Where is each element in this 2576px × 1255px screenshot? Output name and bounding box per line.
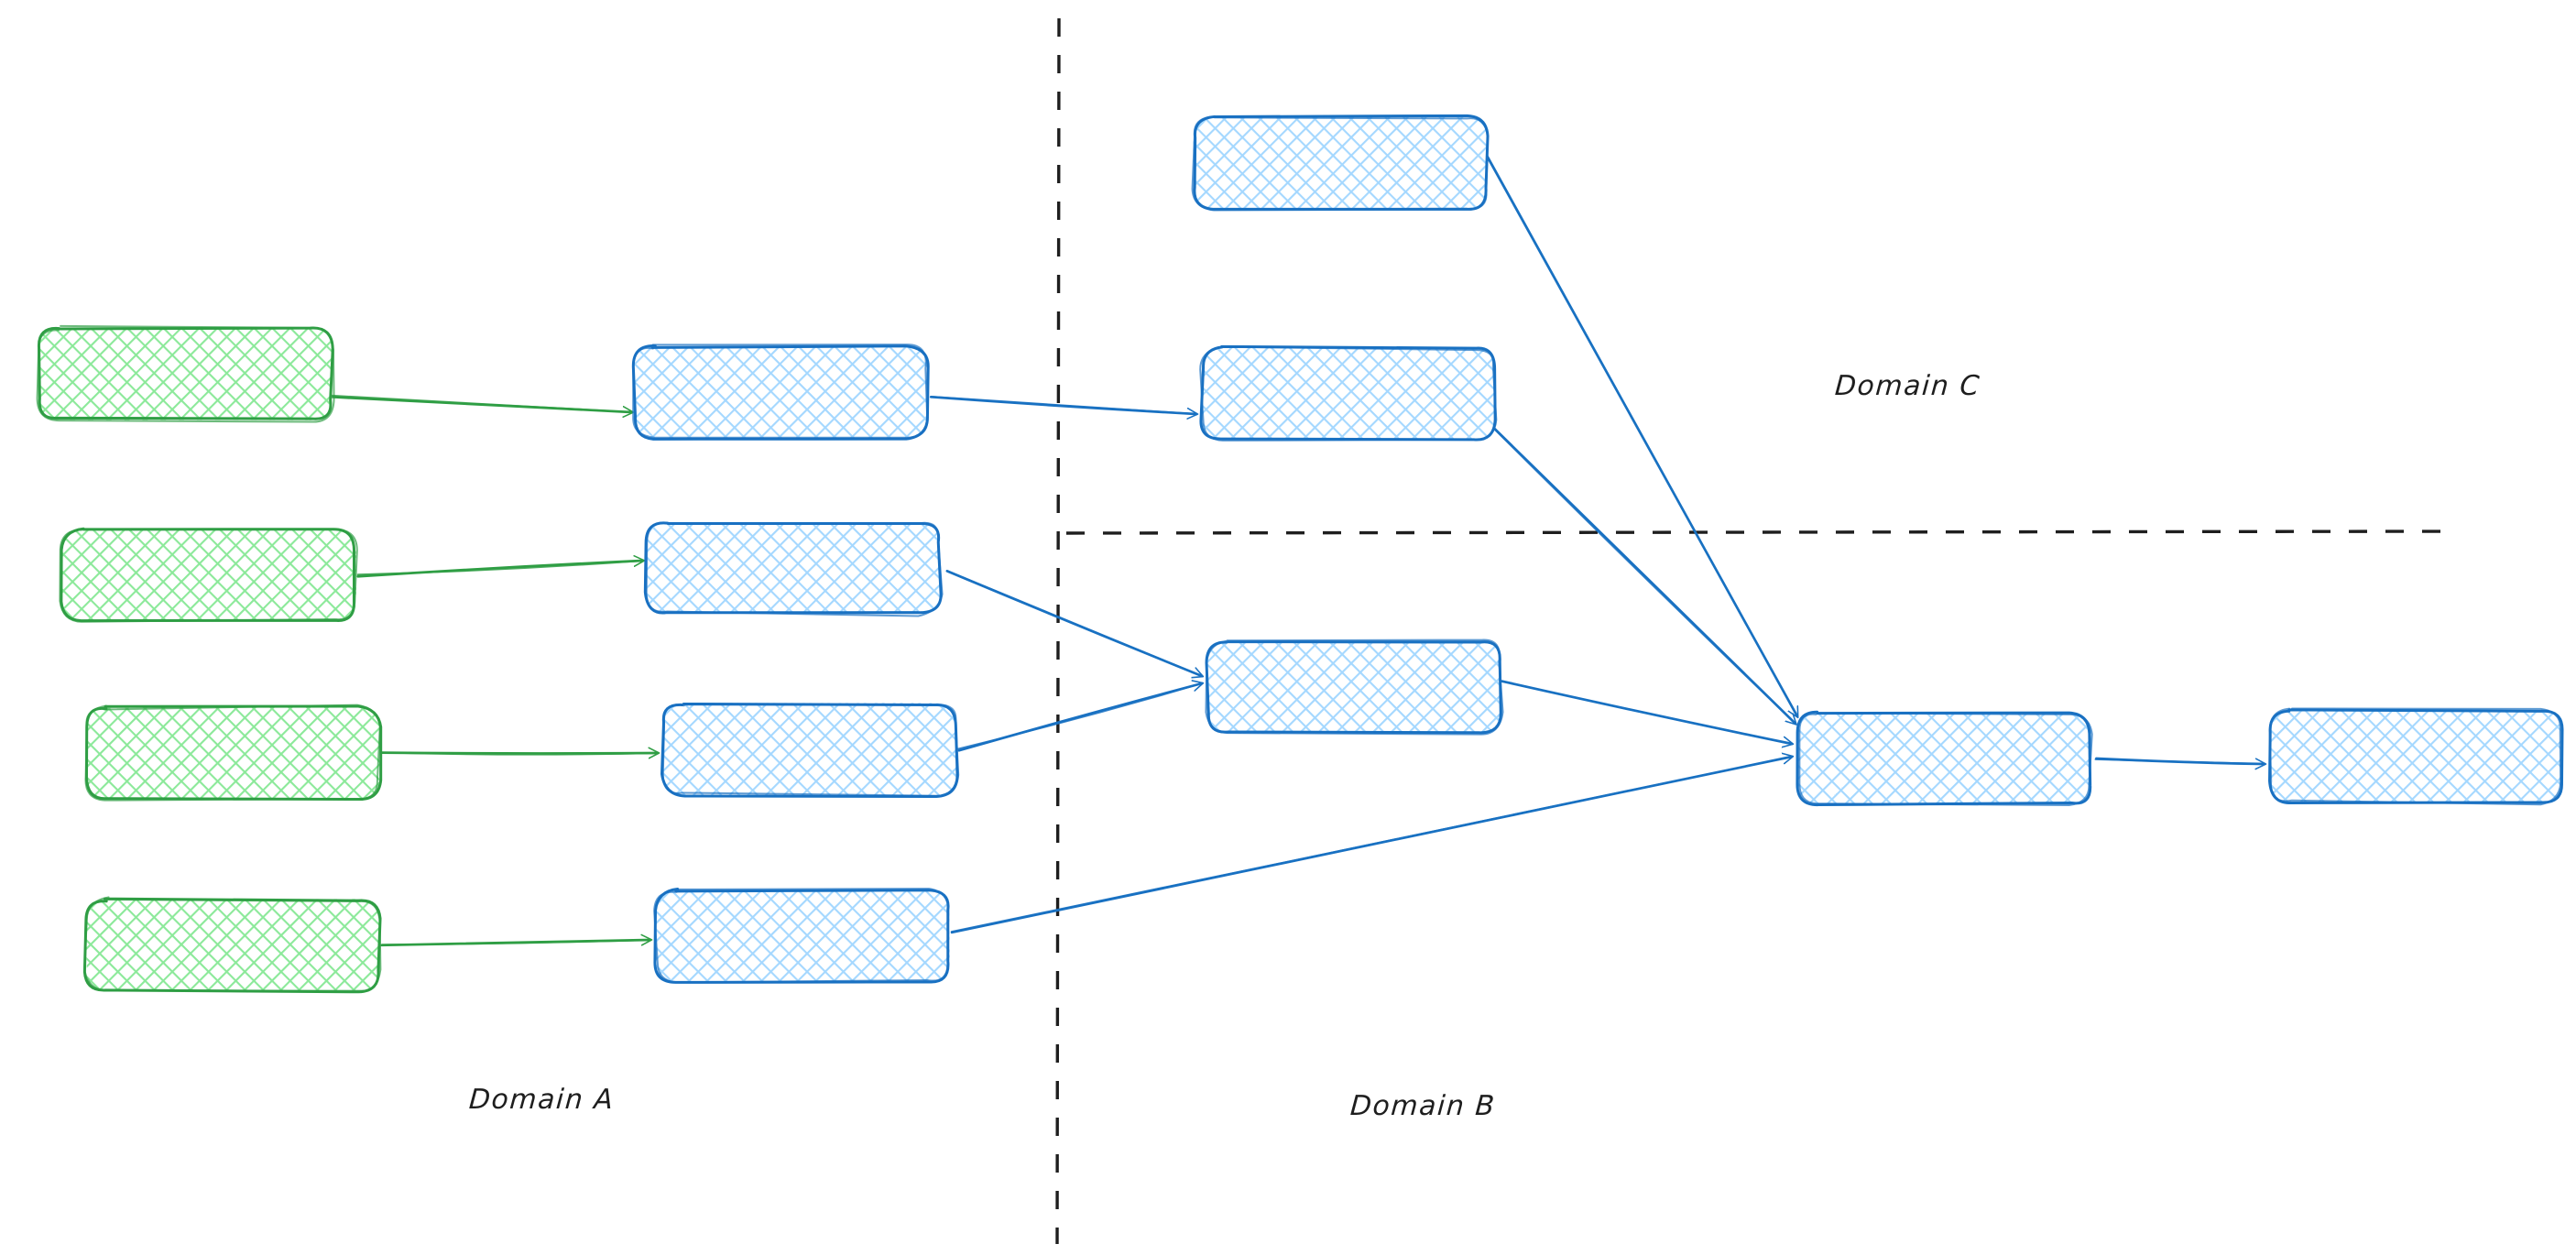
node-c1[interactable] [1796, 710, 2093, 807]
edge-c1-to-c2 [2094, 757, 2265, 764]
divider-vertical [1055, 17, 1061, 1245]
node-m4[interactable] [653, 887, 950, 984]
edge-a2-to-m2 [356, 561, 643, 578]
node-m2[interactable] [643, 521, 944, 617]
edge-a3-to-m3 [378, 752, 658, 754]
edge-m4-to-c1 [950, 757, 1792, 934]
edge-a1-to-m1 [330, 394, 632, 412]
node-m1[interactable] [631, 344, 930, 441]
node-b1[interactable] [1191, 114, 1490, 212]
domain-dividers [1055, 17, 2454, 1245]
node-a1[interactable] [36, 324, 335, 423]
edge-b3-to-c1 [1501, 680, 1792, 744]
edge-a4-to-m4 [380, 940, 650, 947]
edge-m1-to-b2 [929, 395, 1196, 414]
label-domain-b: Domain B [1348, 1090, 1497, 1122]
edges-layer [330, 152, 2265, 947]
divider-horizontal [1065, 529, 2454, 535]
node-a3[interactable] [84, 704, 383, 802]
edge-m3-to-b3 [956, 683, 1202, 752]
node-m3[interactable] [660, 702, 960, 798]
node-a4[interactable] [82, 896, 382, 994]
label-domain-c: Domain C [1833, 370, 1982, 402]
edge-b1-to-c1 [1484, 152, 1797, 716]
node-b2[interactable] [1199, 344, 1498, 442]
edge-b2-to-c1 [1491, 425, 1796, 724]
node-a2[interactable] [59, 527, 358, 623]
node-c2[interactable] [2268, 707, 2564, 806]
label-domain-a: Domain A [467, 1084, 616, 1116]
edge-m2-to-b3 [945, 570, 1202, 676]
nodes-layer [36, 114, 2564, 994]
node-b3[interactable] [1205, 638, 1504, 736]
